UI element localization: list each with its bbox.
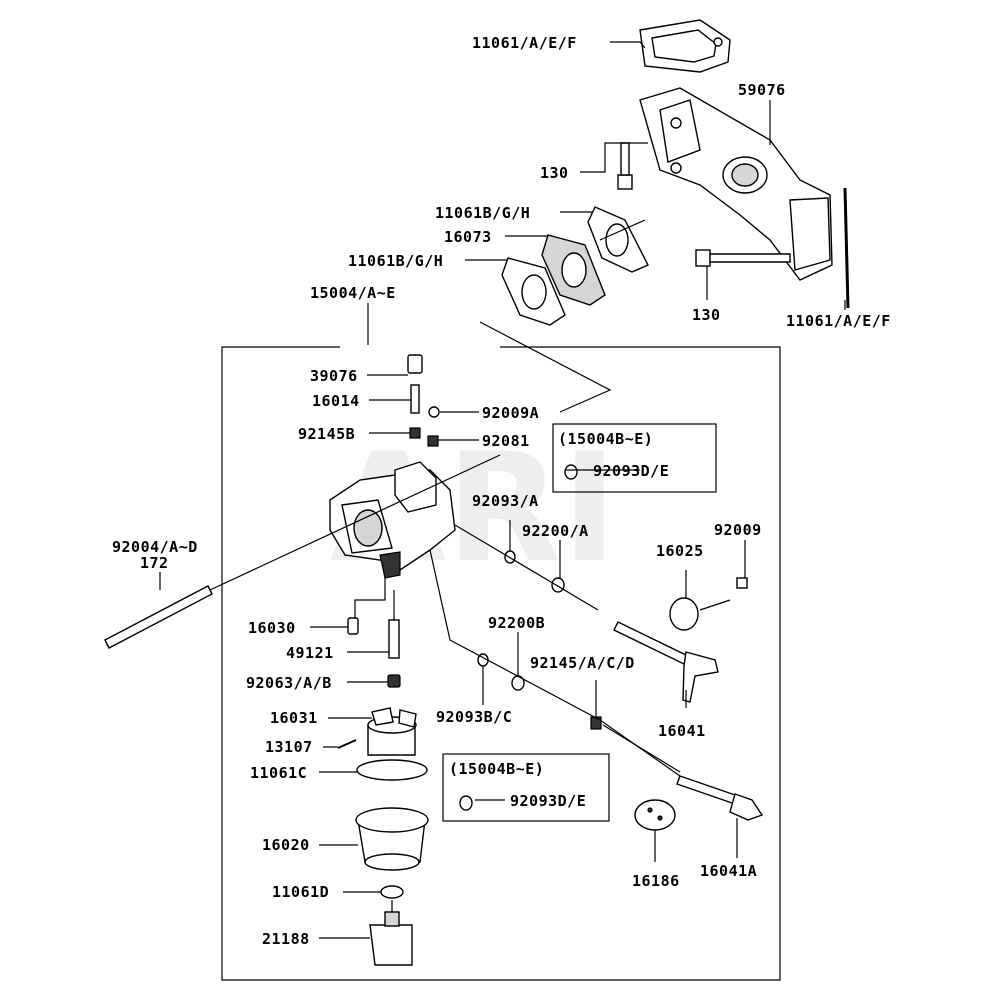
- spacer-part: [541, 234, 606, 306]
- callout-shaft-choke: 16041A: [700, 862, 757, 880]
- callout-spacer: 16073: [444, 228, 492, 246]
- callout-seal-a: 92093/A: [472, 492, 539, 510]
- callout-seal-bc: 92093B/C: [436, 708, 512, 726]
- callout-stud: 92004/A~D: [112, 538, 198, 556]
- callout-gasket-side: 11061/A/E/F: [786, 312, 891, 330]
- callout-pin: 13107: [265, 738, 313, 756]
- choke-valve-part: [634, 799, 676, 831]
- callout-stud-num: 172: [140, 554, 169, 572]
- callout-choke-valve: 16186: [632, 872, 680, 890]
- callout-gasket-c: 11061C: [250, 764, 307, 782]
- callout-throttle-valve: 16025: [656, 542, 704, 560]
- callout-gasket-d: 11061D: [272, 883, 329, 901]
- spring-part: [427, 435, 439, 447]
- float-needle-part: [347, 617, 359, 635]
- long-bolt-part: [695, 249, 791, 267]
- choke-shaft-part: [676, 775, 764, 821]
- callout-shaft-throttle: 16041: [658, 722, 706, 740]
- callout-float: 16031: [270, 709, 318, 727]
- gasket-c-part: [356, 759, 428, 781]
- callout-bolt-short: 130: [540, 164, 569, 182]
- callout-bolt-long: 130: [692, 306, 721, 324]
- spring-acd-part: [590, 716, 602, 730]
- screw-a-part: [428, 406, 440, 418]
- callout-bowl: 16020: [262, 836, 310, 854]
- callout-washer-a: 92200/A: [522, 522, 589, 540]
- seal-de-part-1: [564, 464, 578, 480]
- callout-solenoid: 21188: [262, 930, 310, 948]
- short-bolt-part: [617, 142, 633, 190]
- callout-variant-box2-title: (15004B~E): [449, 760, 544, 778]
- pilot-jet-part: [410, 384, 420, 414]
- callout-spring-b: 92145B: [298, 425, 355, 443]
- pin-part: [337, 739, 357, 749]
- carburetor-body-part: [329, 461, 456, 579]
- callout-float-needle: 16030: [248, 619, 296, 637]
- leader-lines: [159, 41, 846, 939]
- bowl-part: [355, 807, 429, 871]
- callout-plug: 92063/A/B: [246, 674, 332, 692]
- callout-variant-box1-title: (15004B~E): [558, 430, 653, 448]
- callout-pilot-jet: 16014: [312, 392, 360, 410]
- washer-a-part: [551, 577, 565, 593]
- callout-main-jet: 49121: [286, 644, 334, 662]
- callout-cap: 39076: [310, 367, 358, 385]
- seal-de-part-2: [459, 795, 473, 811]
- callout-screw: 92009: [714, 521, 762, 539]
- cap-part: [407, 354, 423, 374]
- gasket-bgh-lower-part: [501, 257, 566, 326]
- throttle-valve-part: [669, 597, 699, 631]
- throttle-shaft-part: [613, 621, 719, 703]
- screw-part: [736, 577, 748, 589]
- top-gasket-part: [639, 19, 731, 73]
- variant-box-2: [442, 753, 610, 822]
- callout-variant-box2-part: 92093D/E: [510, 792, 586, 810]
- plug-part: [387, 674, 401, 688]
- main-jet-part: [388, 619, 400, 659]
- gasket-d-part: [380, 885, 404, 899]
- side-gasket-part: [843, 187, 850, 309]
- float-part: [367, 707, 417, 756]
- assembly-frame: [221, 346, 781, 981]
- callout-carb-assy: 15004/A~E: [310, 284, 396, 302]
- callout-gasket-b1: 11061B/G/H: [435, 204, 530, 222]
- callout-gasket-top: 11061/A/E/F: [472, 34, 577, 52]
- callout-washer-b: 92200B: [488, 614, 545, 632]
- callout-gasket-b2: 11061B/G/H: [348, 252, 443, 270]
- callout-spring-acd: 92145/A/C/D: [530, 654, 635, 672]
- callout-spring: 92081: [482, 432, 530, 450]
- stud-part: [104, 585, 213, 649]
- variant-box-1: [552, 423, 717, 493]
- callout-variant-box1-part: 92093D/E: [593, 462, 669, 480]
- spring-b-part: [409, 427, 421, 439]
- gasket-bgh-upper-part: [587, 206, 649, 273]
- callout-screw-a: 92009A: [482, 404, 539, 422]
- manifold-part: [639, 87, 833, 281]
- solenoid-part: [369, 900, 413, 966]
- callout-manifold: 59076: [738, 81, 786, 99]
